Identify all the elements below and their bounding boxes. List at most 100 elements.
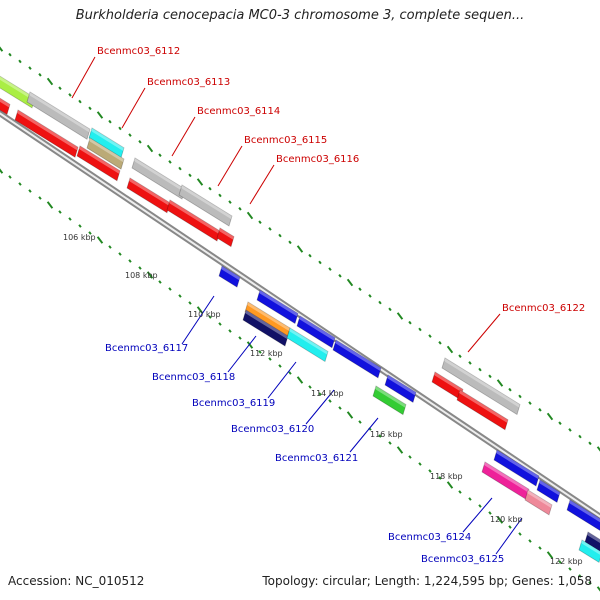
tick-mark: [18, 59, 22, 64]
gene-label-forward[interactable]: Bcenmc03_6112: [97, 46, 180, 57]
tick-mark: [218, 322, 222, 326]
backbone-highlight: [0, 112, 600, 518]
gene-label-reverse[interactable]: Bcenmc03_6117: [105, 343, 188, 354]
tick-mark: [496, 516, 504, 524]
gene-feature[interactable]: [536, 479, 561, 504]
tick-mark: [318, 392, 322, 396]
scale-label: 122 kbp: [550, 557, 583, 566]
tick-mark: [146, 144, 154, 153]
gene-label-forward[interactable]: Bcenmc03_6114: [197, 106, 280, 117]
gene-feature[interactable]: [216, 227, 235, 248]
tick-mark: [546, 551, 554, 559]
tick-mark: [588, 581, 592, 585]
gene-feature[interactable]: [131, 157, 186, 200]
tick-mark: [88, 231, 92, 235]
gene-label-reverse[interactable]: Bcenmc03_6119: [192, 398, 275, 409]
tick-mark: [68, 217, 72, 221]
gene-feature[interactable]: [332, 339, 382, 379]
tick-mark: [28, 66, 32, 70]
gene-feature-highlight: [434, 372, 463, 393]
gene-feature[interactable]: [178, 184, 233, 227]
tick-mark: [558, 560, 562, 564]
tick-mark: [196, 178, 204, 186]
tick-mark: [228, 329, 232, 333]
gene-label-reverse[interactable]: Bcenmc03_6118: [152, 372, 235, 383]
tick-mark: [596, 586, 600, 592]
tick-mark: [518, 532, 522, 536]
tick-mark: [528, 539, 532, 543]
tick-mark: [558, 421, 562, 426]
leader-line: [181, 295, 215, 345]
tick-mark: [218, 193, 222, 198]
gene-label-forward[interactable]: Bcenmc03_6122: [502, 303, 585, 314]
tick-mark: [58, 210, 62, 214]
scale-label: 108 kbp: [125, 271, 158, 280]
tick-mark: [238, 336, 242, 340]
tick-mark: [178, 294, 182, 298]
gene-feature[interactable]: [256, 289, 299, 325]
gene-label-reverse[interactable]: Bcenmc03_6125: [421, 554, 504, 565]
gene-feature[interactable]: [493, 449, 540, 487]
tick-mark: [296, 376, 304, 384]
tick-mark: [346, 278, 354, 287]
gene-feature[interactable]: [26, 91, 91, 140]
gene-feature[interactable]: [372, 385, 407, 416]
tick-mark: [246, 341, 254, 349]
tick-mark: [546, 412, 554, 421]
gene-feature[interactable]: [566, 499, 600, 535]
gene-label-forward[interactable]: Bcenmc03_6115: [244, 135, 327, 146]
tick-mark: [78, 99, 82, 104]
tick-mark: [508, 525, 512, 529]
gene-feature-highlight: [89, 138, 124, 163]
tick-mark: [278, 233, 282, 238]
gene-feature[interactable]: [524, 489, 553, 516]
gene-feature[interactable]: [578, 539, 600, 564]
gene-feature[interactable]: [0, 92, 11, 116]
gene-feature-highlight: [129, 178, 170, 206]
tick-mark: [578, 574, 582, 578]
gene-feature[interactable]: [218, 265, 241, 288]
tick-mark: [318, 260, 322, 265]
tick-mark: [178, 166, 182, 171]
tick-mark: [268, 357, 272, 361]
tick-mark: [308, 385, 312, 389]
gene-feature-highlight: [527, 490, 552, 508]
gene-label-forward[interactable]: Bcenmc03_6116: [276, 154, 359, 165]
gene-label-reverse[interactable]: Bcenmc03_6121: [275, 453, 358, 464]
gene-feature[interactable]: [14, 109, 79, 158]
outer-tick-track: [0, 46, 600, 452]
gene-feature[interactable]: [76, 145, 121, 182]
tick-mark: [168, 160, 172, 164]
gene-label-forward[interactable]: Bcenmc03_6113: [147, 77, 230, 88]
tick-mark: [478, 367, 482, 372]
gene-feature[interactable]: [384, 374, 417, 403]
tick-mark: [328, 399, 332, 403]
gene-feature[interactable]: [441, 357, 521, 416]
gene-label-reverse[interactable]: Bcenmc03_6120: [231, 424, 314, 435]
tick-mark: [446, 345, 454, 354]
gene-feature-highlight: [221, 266, 240, 281]
gene-feature[interactable]: [166, 199, 221, 242]
tick-mark: [418, 462, 422, 466]
gene-feature[interactable]: [584, 531, 600, 554]
gene-feature[interactable]: [86, 137, 125, 170]
gene-feature[interactable]: [242, 309, 289, 347]
gene-feature[interactable]: [126, 177, 171, 214]
tick-mark: [96, 236, 104, 244]
feature-track: [0, 70, 600, 564]
tick-mark: [108, 119, 112, 124]
gene-label-reverse[interactable]: Bcenmc03_6124: [388, 532, 471, 543]
gene-feature[interactable]: [296, 315, 336, 349]
tick-mark: [0, 168, 4, 174]
tick-mark: [478, 504, 482, 508]
gene-feature[interactable]: [456, 389, 509, 431]
tick-mark: [568, 428, 572, 432]
tick-mark: [538, 407, 542, 412]
gene-feature-highlight: [169, 200, 220, 234]
gene-feature[interactable]: [286, 327, 329, 363]
gene-feature[interactable]: [0, 70, 36, 109]
gene-feature-highlight: [569, 500, 600, 523]
leader-line: [217, 145, 243, 187]
tick-mark: [228, 200, 232, 204]
